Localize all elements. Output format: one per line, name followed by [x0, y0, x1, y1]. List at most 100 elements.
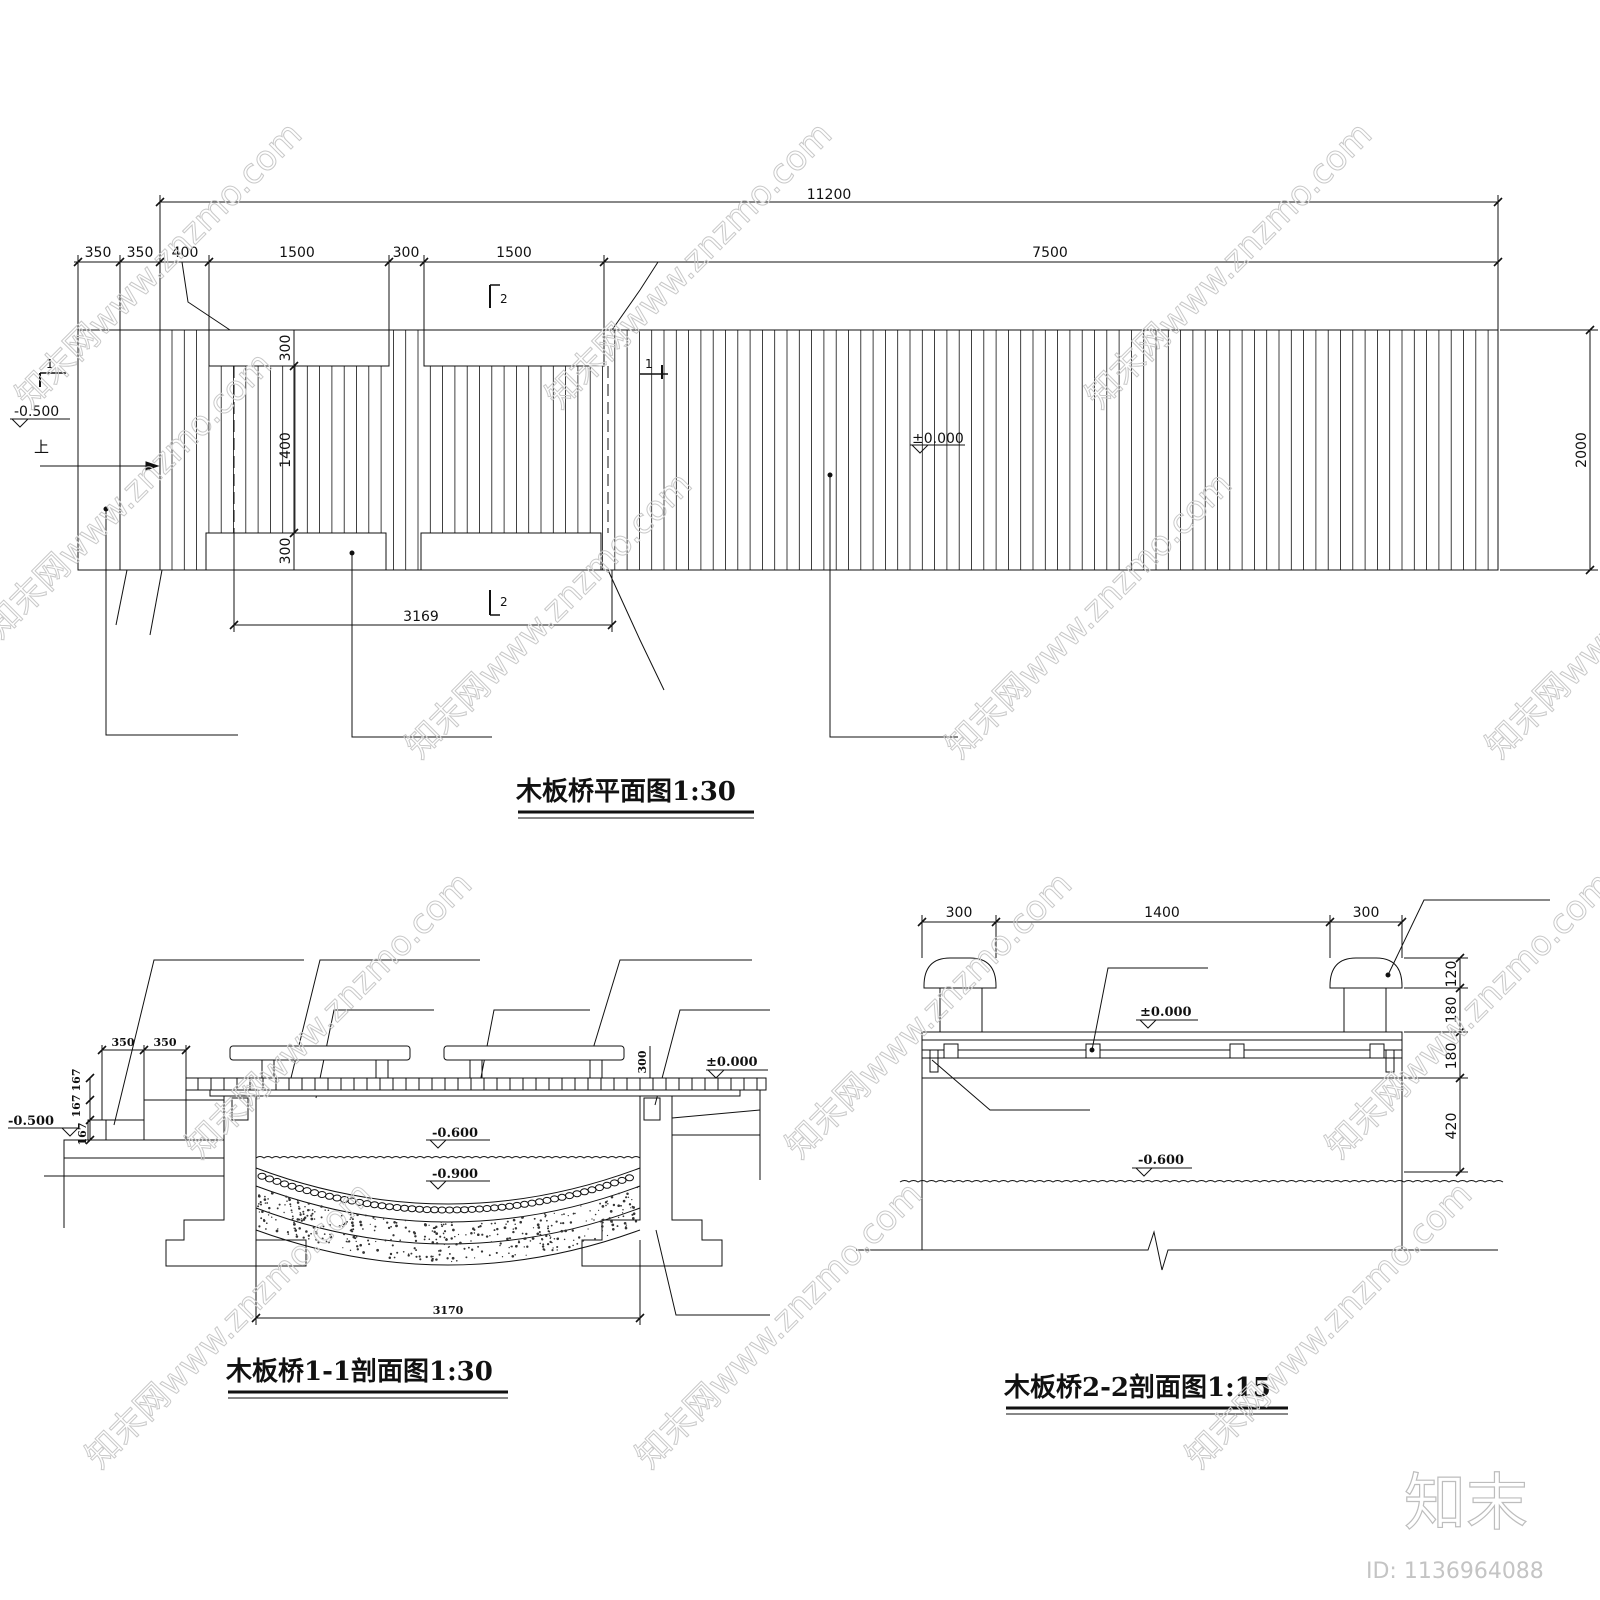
- pebble: [512, 1201, 522, 1209]
- gravel-dot: [320, 1216, 323, 1219]
- pebble: [475, 1205, 484, 1213]
- pebble: [257, 1172, 267, 1180]
- gravel-dot: [306, 1214, 309, 1217]
- gravel-dot: [470, 1232, 473, 1235]
- gravel-dot: [472, 1227, 475, 1230]
- gravel-dot: [315, 1232, 318, 1235]
- pebble: [445, 1206, 454, 1214]
- watermark-text: 知末网www.znzmo.com: [1178, 1174, 1480, 1476]
- pebble: [460, 1206, 469, 1214]
- gravel-dot: [549, 1240, 552, 1244]
- gravel-dot: [352, 1235, 356, 1239]
- gravel-dot: [493, 1229, 496, 1232]
- gravel-dot: [494, 1222, 497, 1225]
- bench-top-left: [208, 329, 390, 367]
- gravel-dot: [298, 1227, 301, 1230]
- s1-elev-bottom: -0.900: [432, 1167, 478, 1182]
- gravel-dot: [440, 1223, 443, 1226]
- pebble: [400, 1204, 409, 1212]
- gravel-dot: [496, 1227, 499, 1231]
- pebble: [625, 1174, 634, 1182]
- gravel-dot: [626, 1192, 629, 1196]
- s2-dim-v3: 180: [1444, 1043, 1460, 1070]
- gravel-dot: [264, 1195, 266, 1198]
- pebble: [302, 1187, 312, 1195]
- s2-dim-left: 300: [946, 905, 973, 921]
- gravel-dot: [419, 1258, 422, 1261]
- plan-dim-seg-6: 1500: [496, 245, 532, 261]
- gravel-dot: [311, 1212, 314, 1215]
- s2-dim-right: 300: [1353, 905, 1380, 921]
- gravel-dot: [352, 1228, 355, 1231]
- gravel-dot: [501, 1256, 504, 1258]
- plan-title: 木板桥平面图1:30: [515, 777, 736, 807]
- gravel-dot: [445, 1238, 448, 1241]
- pebble: [535, 1198, 544, 1206]
- gravel-dot: [490, 1222, 493, 1225]
- gravel-dot: [479, 1225, 482, 1228]
- gravel-dot: [402, 1250, 405, 1253]
- gravel-dot: [446, 1257, 449, 1260]
- gravel-dot: [599, 1202, 602, 1205]
- gravel-dot: [512, 1230, 515, 1234]
- gravel-dot: [302, 1210, 305, 1213]
- gravel-dot: [308, 1238, 310, 1240]
- plan-dim-bench-bot: 300: [278, 538, 294, 565]
- gravel-dot: [538, 1230, 541, 1234]
- gravel-dot: [636, 1186, 639, 1189]
- water-surface-2: [899, 1180, 1504, 1183]
- gravel-dot: [418, 1255, 421, 1258]
- pebble: [497, 1203, 507, 1211]
- gravel-dot: [561, 1214, 563, 1216]
- gravel-dot: [625, 1224, 628, 1226]
- gravel-dot: [359, 1223, 363, 1227]
- gravel-dot: [362, 1251, 365, 1254]
- gravel-dot: [572, 1244, 574, 1247]
- gravel-dot: [611, 1223, 615, 1227]
- gravel-dot: [349, 1213, 352, 1216]
- pebble: [602, 1181, 612, 1189]
- gravel-dot: [568, 1245, 571, 1249]
- gravel-dot: [562, 1221, 565, 1225]
- gravel-dot: [621, 1212, 624, 1214]
- gravel-dot: [294, 1229, 298, 1232]
- gravel-dot: [577, 1236, 581, 1239]
- gravel-dot: [346, 1221, 348, 1223]
- gravel-dot: [560, 1229, 564, 1233]
- gravel-dot: [625, 1196, 628, 1199]
- gravel-dot: [342, 1226, 344, 1228]
- watermark-text: 知末网www.znzmo.com: [398, 464, 700, 766]
- gravel-dot: [514, 1223, 516, 1226]
- gravel-dot: [423, 1235, 427, 1238]
- gravel-dot: [362, 1228, 364, 1230]
- gravel-dot: [433, 1230, 436, 1234]
- pebble: [295, 1185, 304, 1192]
- gravel-dot: [296, 1201, 300, 1204]
- watermark-text: 知末网www.znzmo.com: [1078, 114, 1380, 416]
- pebble: [580, 1188, 589, 1196]
- gravel-dot: [543, 1213, 546, 1215]
- gravel-dot: [296, 1199, 299, 1202]
- gravel-dot: [477, 1245, 480, 1248]
- gravel-dot: [622, 1199, 626, 1203]
- gravel-dot: [324, 1209, 326, 1211]
- gravel-dot: [563, 1213, 565, 1215]
- gravel-dot: [467, 1246, 470, 1249]
- gravel-dot: [452, 1228, 455, 1232]
- bench-seat-2-left: [923, 957, 997, 989]
- gravel-dot: [471, 1248, 474, 1251]
- gravel-dot: [375, 1240, 377, 1243]
- gravel-dot: [374, 1218, 376, 1221]
- s2-dim-v4: 420: [1444, 1113, 1460, 1140]
- watermark-text: 知末网www.znzmo.com: [778, 864, 1080, 1166]
- s1-dim-rise-a: 167: [70, 1069, 83, 1092]
- gravel-dot: [439, 1235, 442, 1238]
- gravel-dot: [356, 1213, 359, 1217]
- gravel-dot: [415, 1255, 418, 1258]
- plan-dim-right: 2000: [1574, 432, 1590, 468]
- s2-elev-deck: ±0.000: [1140, 1005, 1192, 1020]
- gravel-dot: [348, 1240, 351, 1243]
- gravel-dot: [448, 1252, 451, 1255]
- bench-top-right: [423, 329, 605, 367]
